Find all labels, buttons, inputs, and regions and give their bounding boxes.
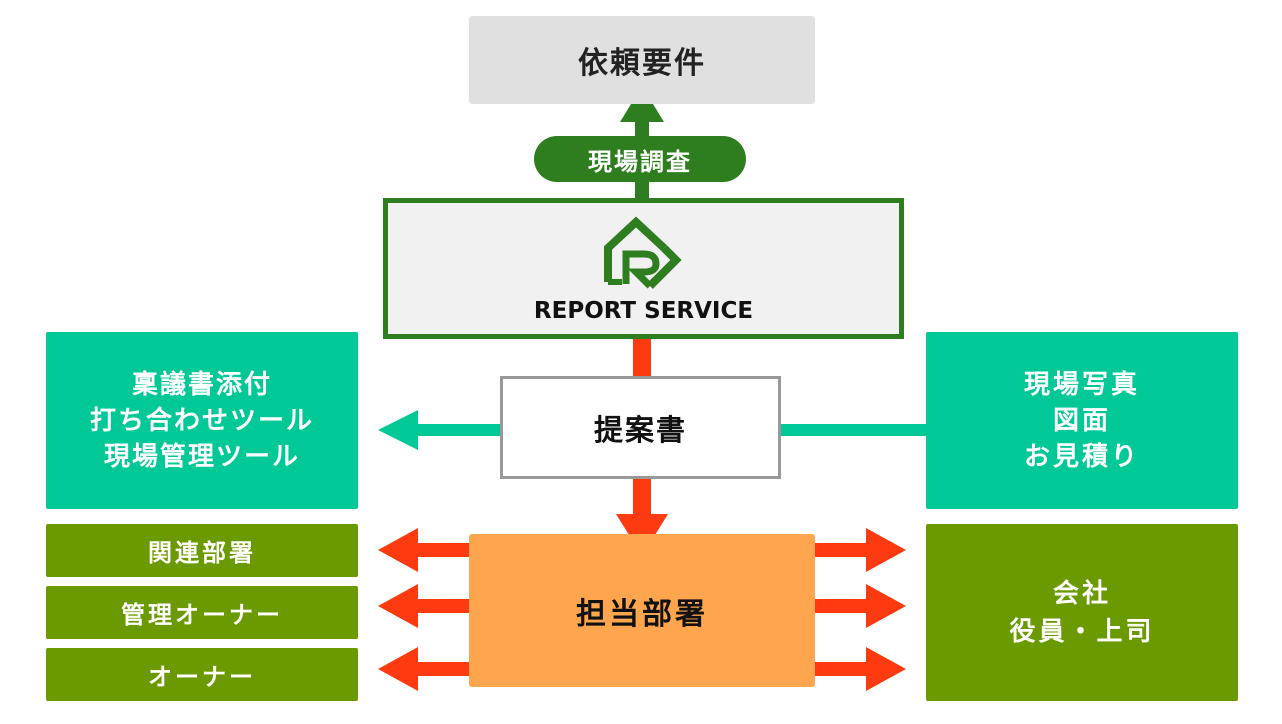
materials-line-3: お見積り xyxy=(1023,441,1140,472)
tools-line-3: 現場管理ツール xyxy=(103,441,300,472)
tools-box: 稟議書添付 打ち合わせツール 現場管理ツール xyxy=(46,332,358,509)
red-arrows-left xyxy=(378,528,471,691)
arrow-head-up xyxy=(620,86,664,122)
red-arrows-right xyxy=(813,528,906,691)
company-box: 会社 役員・上司 xyxy=(926,524,1238,701)
tools-line-1: 稟議書添付 xyxy=(131,369,272,400)
materials-box: 現場写真 図面 お見積り xyxy=(926,332,1238,509)
request-label: 依頼要件 xyxy=(578,46,706,81)
arrow-shaft-left-teal xyxy=(405,424,502,436)
materials-line-2: 図面 xyxy=(1052,405,1111,436)
site-survey-label: 現場調査 xyxy=(588,147,692,176)
materials-line-1: 現場写真 xyxy=(1023,369,1140,400)
tools-line-2: 打ち合わせツール xyxy=(89,405,314,436)
report-service-name: REPORT SERVICE xyxy=(533,297,754,324)
related-departments-label: 関連部署 xyxy=(148,539,256,567)
owner-label: オーナー xyxy=(148,663,256,691)
company-line-2: 役員・上司 xyxy=(1009,616,1155,647)
report-service-box: REPORT SERVICE xyxy=(383,198,904,339)
site-survey-badge: 現場調査 xyxy=(534,136,746,182)
connector-materials-proposal xyxy=(780,424,928,436)
proposal-label: 提案書 xyxy=(593,412,687,447)
related-departments-box: 関連部署 xyxy=(46,524,358,577)
arrow-shaft-down xyxy=(633,478,651,518)
department-in-charge-box: 担当部署 xyxy=(469,534,815,687)
request-requirements-box: 依頼要件 xyxy=(469,16,815,104)
company-line-1: 会社 xyxy=(1052,578,1111,609)
managing-owner-box: 管理オーナー xyxy=(46,586,358,639)
owner-box: オーナー xyxy=(46,648,358,701)
report-service-logo-icon xyxy=(603,216,682,289)
managing-owner-label: 管理オーナー xyxy=(121,601,283,629)
arrow-head-left-teal xyxy=(378,410,418,450)
department-in-charge-label: 担当部署 xyxy=(576,596,708,632)
proposal-box: 提案書 xyxy=(500,376,781,479)
connector-report-proposal xyxy=(633,338,651,378)
